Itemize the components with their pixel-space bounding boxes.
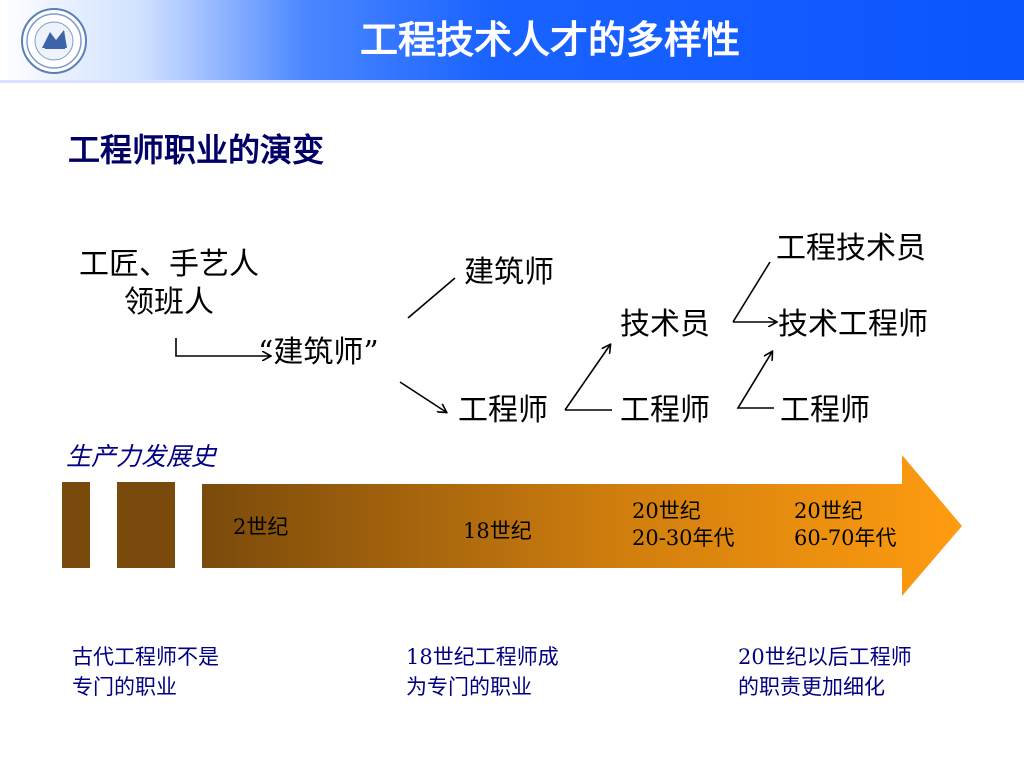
productivity-history-label: 生产力发展史 <box>66 442 217 471</box>
technician-arrow <box>564 345 610 411</box>
note-18th-century: 18世纪工程师成 为专门的职业 <box>406 642 559 702</box>
era-20th-century-early: 20世纪 20-30年代 <box>632 498 735 552</box>
era-2nd-century: 2世纪 <box>233 514 288 541</box>
engineering-technician-node: 工程技术员 <box>776 231 926 266</box>
architect-branch-line <box>407 277 456 319</box>
engineering-technician-line <box>732 261 771 323</box>
title-banner <box>0 0 1024 80</box>
note-20th-century: 20世纪以后工程师 的职责更加细化 <box>738 642 912 702</box>
note-line: 的职责更加细化 <box>738 675 885 699</box>
era-label: 18世纪 <box>463 519 532 543</box>
note-line: 古代工程师不是 <box>72 645 219 669</box>
engineer-branch-arrow <box>399 381 446 412</box>
timeline-main-arrow <box>202 455 962 596</box>
era-label: 2世纪 <box>233 515 289 539</box>
header-divider <box>0 80 1024 83</box>
technical-engineer-node: 技术工程师 <box>778 307 928 342</box>
timeline-block-2 <box>117 482 175 568</box>
slide-title: 工程技术人才的多样性 <box>359 18 740 62</box>
craftsman-label: 工匠、手艺人 <box>79 247 259 282</box>
timeline-block-1 <box>62 482 90 568</box>
era-label: 20世纪 <box>794 499 863 523</box>
architect-node: 建筑师 <box>464 255 554 290</box>
section-heading: 工程师职业的演变 <box>68 131 325 169</box>
era-sublabel: 60-70年代 <box>794 526 897 550</box>
era-sublabel: 20-30年代 <box>632 526 735 550</box>
technician-node: 技术员 <box>620 307 710 342</box>
proto-architect-node: “建筑师” <box>258 335 379 370</box>
note-line: 专门的职业 <box>72 675 177 699</box>
note-line: 18世纪工程师成 <box>406 645 559 669</box>
university-seal-icon <box>21 8 87 74</box>
era-label: 20世纪 <box>632 499 701 523</box>
craftsman-node: 工匠、手艺人 领班人 <box>64 246 274 322</box>
engineer-node-right: 工程师 <box>780 393 870 428</box>
note-line: 为专门的职业 <box>406 675 532 699</box>
foreman-label: 领班人 <box>124 285 214 320</box>
craftsman-arrow <box>175 338 270 356</box>
era-20th-century-late: 20世纪 60-70年代 <box>794 498 897 552</box>
engineer-to-technical-arrow <box>736 352 774 409</box>
era-18th-century: 18世纪 <box>463 518 532 545</box>
engineer-node-18c: 工程师 <box>458 393 548 428</box>
note-ancient: 古代工程师不是 专门的职业 <box>72 642 219 702</box>
note-line: 20世纪以后工程师 <box>738 645 912 669</box>
engineer-node-mid: 工程师 <box>620 393 710 428</box>
